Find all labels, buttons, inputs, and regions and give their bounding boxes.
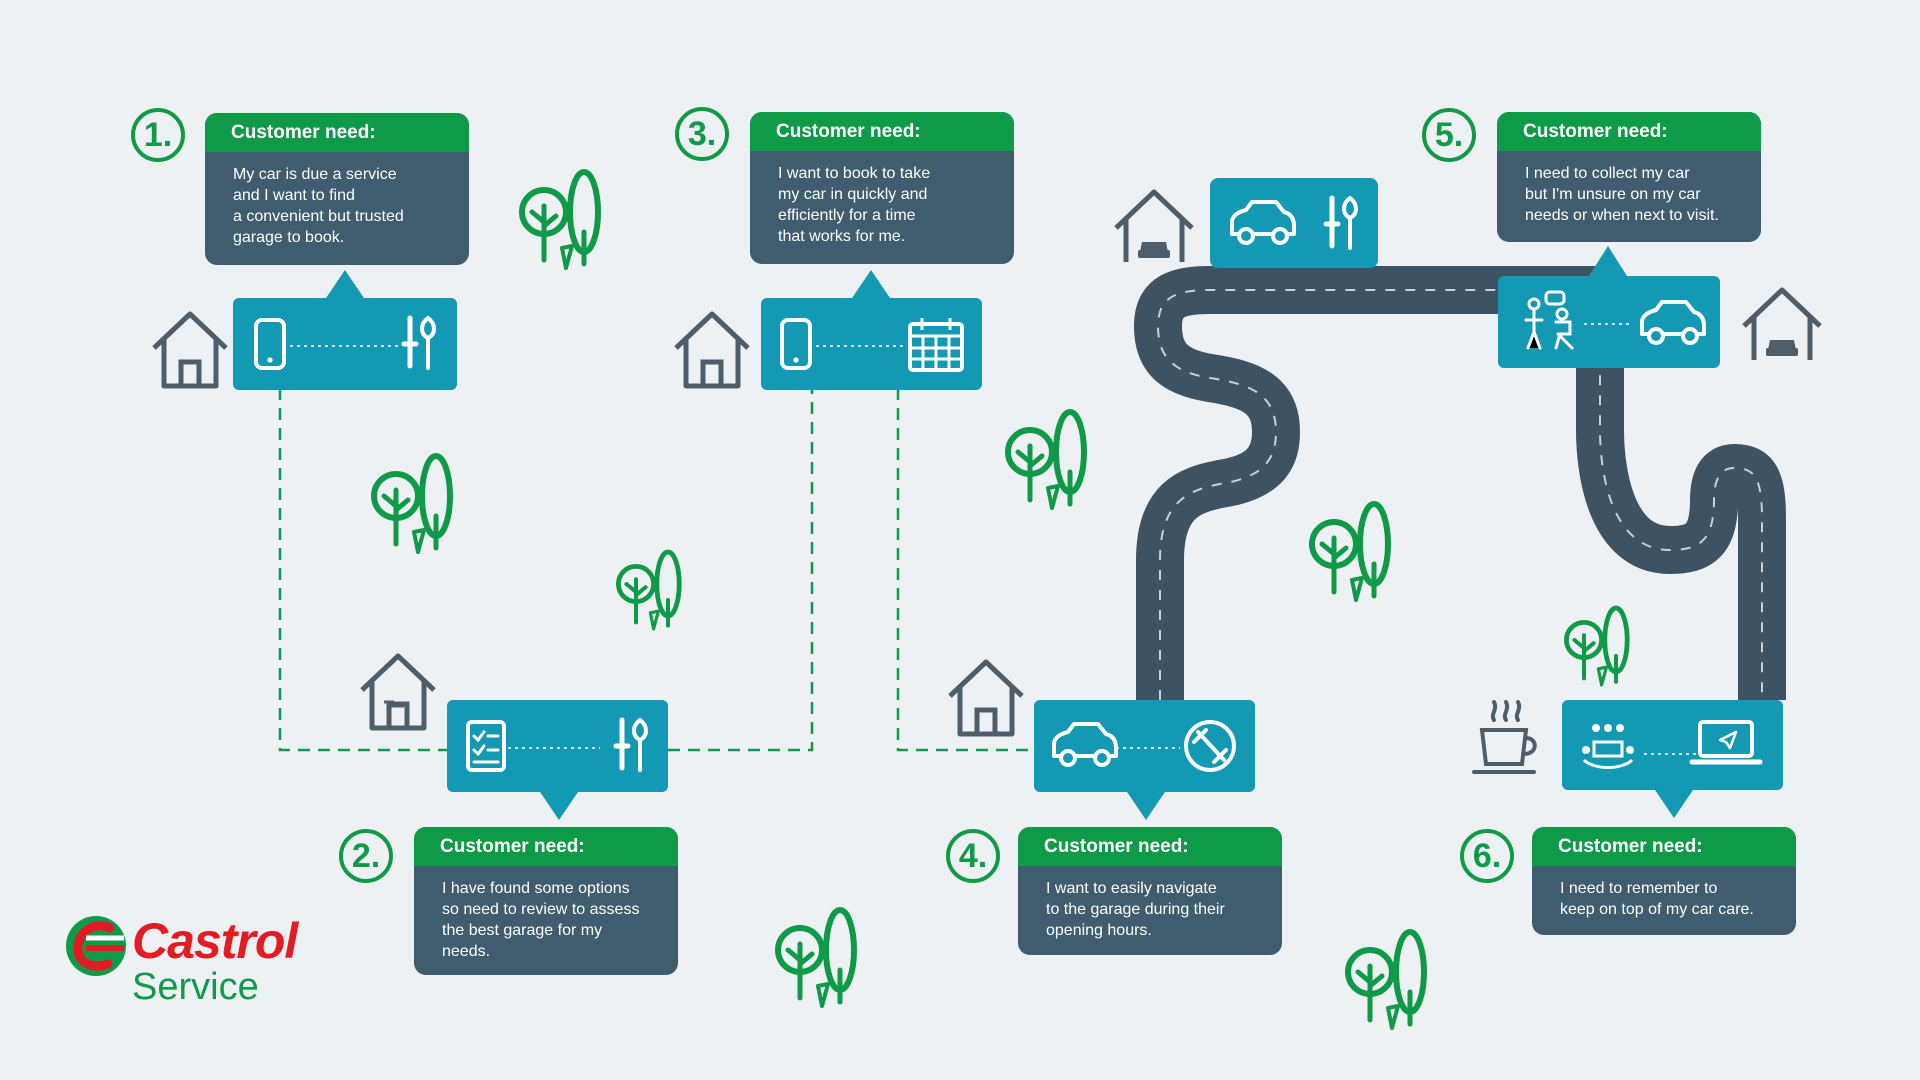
- card-title: Customer need:: [1018, 827, 1282, 866]
- customer-need-card-2: Customer need: I have found some options…: [414, 827, 678, 975]
- card-line: so need to review to assess: [442, 901, 640, 918]
- road: [1134, 266, 1786, 700]
- customer-need-card-3: Customer need: I want to book to take my…: [750, 112, 1014, 264]
- buildings: [154, 192, 1820, 774]
- teal-panels: [233, 178, 1783, 820]
- castrol-service-logo: Castrol Service: [64, 912, 344, 1012]
- card-line: I want to book to take: [778, 165, 931, 182]
- garage-icon: [1744, 290, 1820, 360]
- card-text: I need to remember to keep on top of my …: [1532, 866, 1796, 934]
- tree-icon: [522, 172, 598, 268]
- card-line: the best garage for my: [442, 922, 603, 939]
- card-line: keep on top of my car care.: [1560, 901, 1754, 918]
- panel-step-4: [1034, 700, 1255, 820]
- card-line: My car is due a service: [233, 166, 397, 183]
- card-text: My car is due a service and I want to fi…: [205, 152, 469, 262]
- castrol-logo-icon: [66, 916, 126, 976]
- card-line: a convenient but trusted: [233, 208, 404, 225]
- card-line: that works for me.: [778, 228, 906, 245]
- tree-icon: [374, 456, 450, 552]
- card-line: efficiently for a time: [778, 207, 916, 224]
- tree-icon: [1566, 608, 1627, 685]
- coffee-cup-icon: [1472, 700, 1537, 774]
- panel-step-6: [1562, 700, 1783, 818]
- card-title: Customer need:: [205, 113, 469, 152]
- customer-need-card-6: Customer need: I need to remember to kee…: [1532, 827, 1796, 935]
- card-line: but I'm unsure on my car: [1525, 186, 1701, 203]
- tree-icon: [618, 552, 679, 629]
- card-line: I need to remember to: [1560, 880, 1718, 897]
- card-line: I need to collect my car: [1525, 165, 1690, 182]
- card-title: Customer need:: [1532, 827, 1796, 866]
- tree-icon: [778, 910, 854, 1006]
- customer-need-card-5: Customer need: I need to collect my car …: [1497, 112, 1761, 242]
- card-text: I want to book to take my car in quickly…: [750, 151, 1014, 261]
- card-text: I need to collect my car but I'm unsure …: [1497, 151, 1761, 240]
- card-line: garage to book.: [233, 229, 345, 246]
- step-number-5: 5.: [1422, 108, 1476, 162]
- tree-icon: [1348, 932, 1424, 1028]
- house-icon: [154, 314, 226, 386]
- card-text: I want to easily navigate to the garage …: [1018, 866, 1282, 955]
- garage-icon: [1116, 192, 1192, 262]
- card-line: I have found some options: [442, 880, 630, 897]
- panel-step-2: [447, 700, 668, 820]
- card-title: Customer need:: [414, 827, 678, 866]
- panel-step-3: [761, 270, 982, 390]
- step-number-4: 4.: [946, 829, 1000, 883]
- step-number-1: 1.: [131, 108, 185, 162]
- card-line: needs or when next to visit.: [1525, 207, 1719, 224]
- panel-garage: [1210, 178, 1378, 268]
- tree-icon: [1008, 412, 1084, 508]
- panel-step-1: [233, 270, 457, 390]
- card-line: needs.: [442, 943, 491, 960]
- panel-step-5: [1498, 246, 1720, 368]
- card-line: my car in quickly and: [778, 186, 928, 203]
- card-line: I want to easily navigate: [1046, 880, 1217, 897]
- card-line: opening hours.: [1046, 922, 1152, 939]
- step-number-6: 6.: [1460, 829, 1514, 883]
- customer-need-card-1: Customer need: My car is due a service a…: [205, 113, 469, 265]
- house-icon: [676, 314, 748, 386]
- home-office-icon: [362, 656, 434, 728]
- card-title: Customer need:: [1497, 112, 1761, 151]
- house-icon: [950, 662, 1022, 734]
- logo-brand-text: Castrol: [132, 913, 298, 969]
- step-number-2: 2.: [339, 829, 393, 883]
- card-title: Customer need:: [750, 112, 1014, 151]
- card-line: to the garage during their: [1046, 901, 1225, 918]
- customer-need-card-4: Customer need: I want to easily navigate…: [1018, 827, 1282, 955]
- logo-sub-text: Service: [132, 966, 259, 1008]
- step-number-3: 3.: [675, 107, 729, 161]
- card-line: and I want to find: [233, 187, 355, 204]
- dashed-connectors: [278, 388, 1036, 752]
- card-text: I have found some options so need to rev…: [414, 866, 678, 975]
- tree-icon: [1312, 504, 1388, 600]
